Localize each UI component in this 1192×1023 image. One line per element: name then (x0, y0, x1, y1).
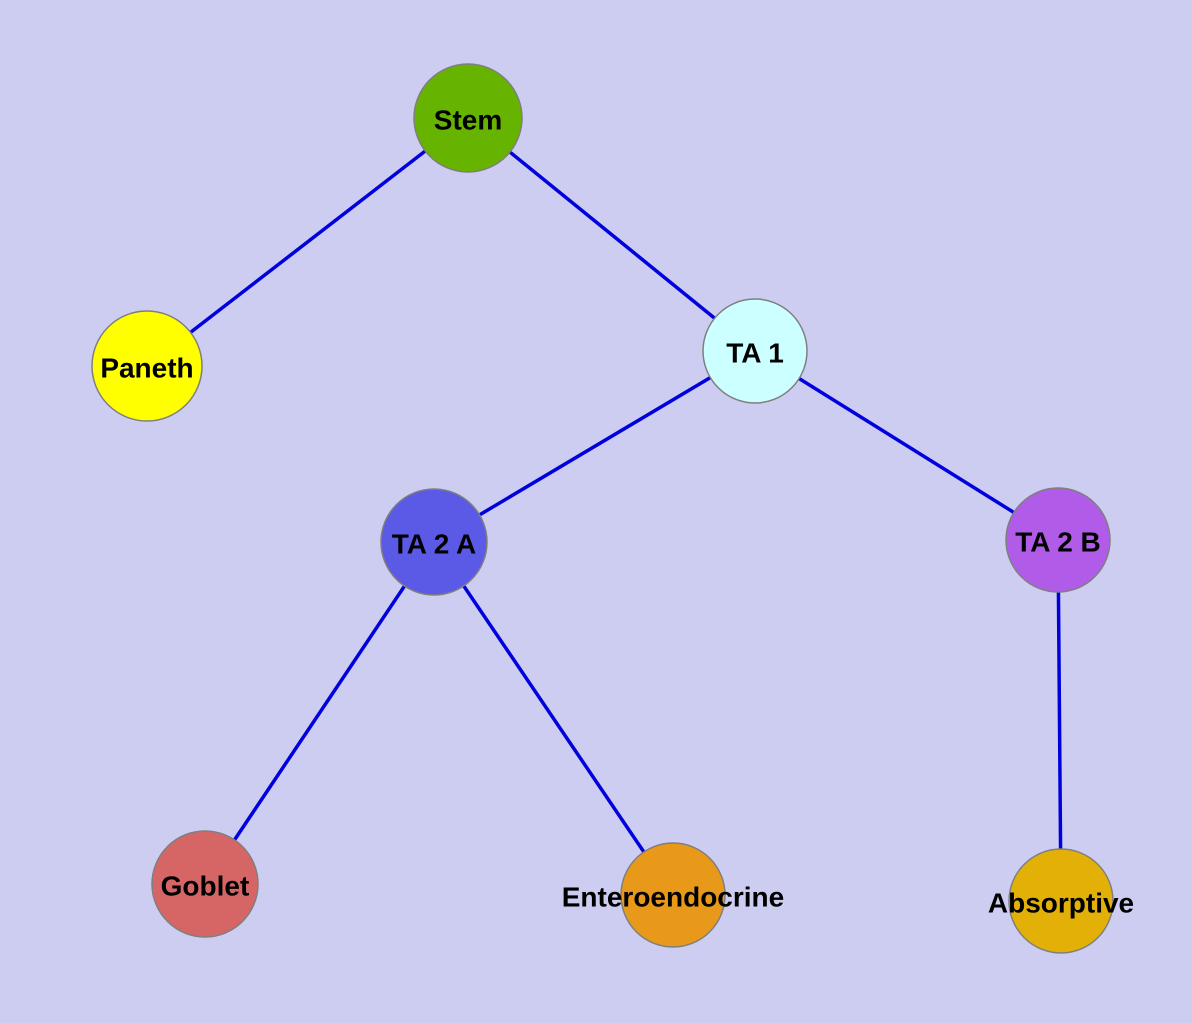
node-goblet: Goblet (151, 830, 259, 938)
node-enteroendocrine: Enteroendocrine (562, 842, 784, 948)
node-ta2a: TA 2 A (380, 488, 488, 596)
node-circle-ta2b (1005, 487, 1111, 593)
node-label-ta2b: TA 2 B (1015, 527, 1101, 558)
edge-ta2b-absorptive (1056, 539, 1063, 902)
node-label-stem: Stem (434, 105, 502, 136)
node-circle-absorptive (1008, 848, 1114, 954)
edge-ta2a-goblet (203, 541, 436, 885)
edge-stem-paneth (145, 116, 470, 368)
node-label-absorptive: Absorptive (988, 888, 1134, 919)
node-label-enteroendocrine: Enteroendocrine (562, 882, 784, 913)
node-circle-ta2a (380, 488, 488, 596)
node-circle-paneth (91, 310, 203, 422)
node-absorptive: Absorptive (988, 848, 1134, 954)
node-label-paneth: Paneth (100, 353, 193, 384)
node-circle-stem (413, 63, 523, 173)
edge-ta2a-enteroendocrine (432, 541, 675, 896)
node-paneth: Paneth (91, 310, 203, 422)
edge-ta1-ta2a (433, 349, 756, 544)
node-stem: Stem (413, 63, 523, 173)
node-label-ta1: TA 1 (726, 338, 784, 369)
node-circle-ta1 (702, 298, 808, 404)
edge-ta1-ta2b (754, 349, 1059, 542)
node-label-goblet: Goblet (161, 871, 250, 902)
edge-stem-ta1 (466, 116, 757, 353)
node-label-ta2a: TA 2 A (392, 529, 477, 560)
node-ta2b: TA 2 B (1005, 487, 1111, 593)
node-ta1: TA 1 (702, 298, 808, 404)
node-circle-goblet (151, 830, 259, 938)
node-circle-enteroendocrine (620, 842, 726, 948)
